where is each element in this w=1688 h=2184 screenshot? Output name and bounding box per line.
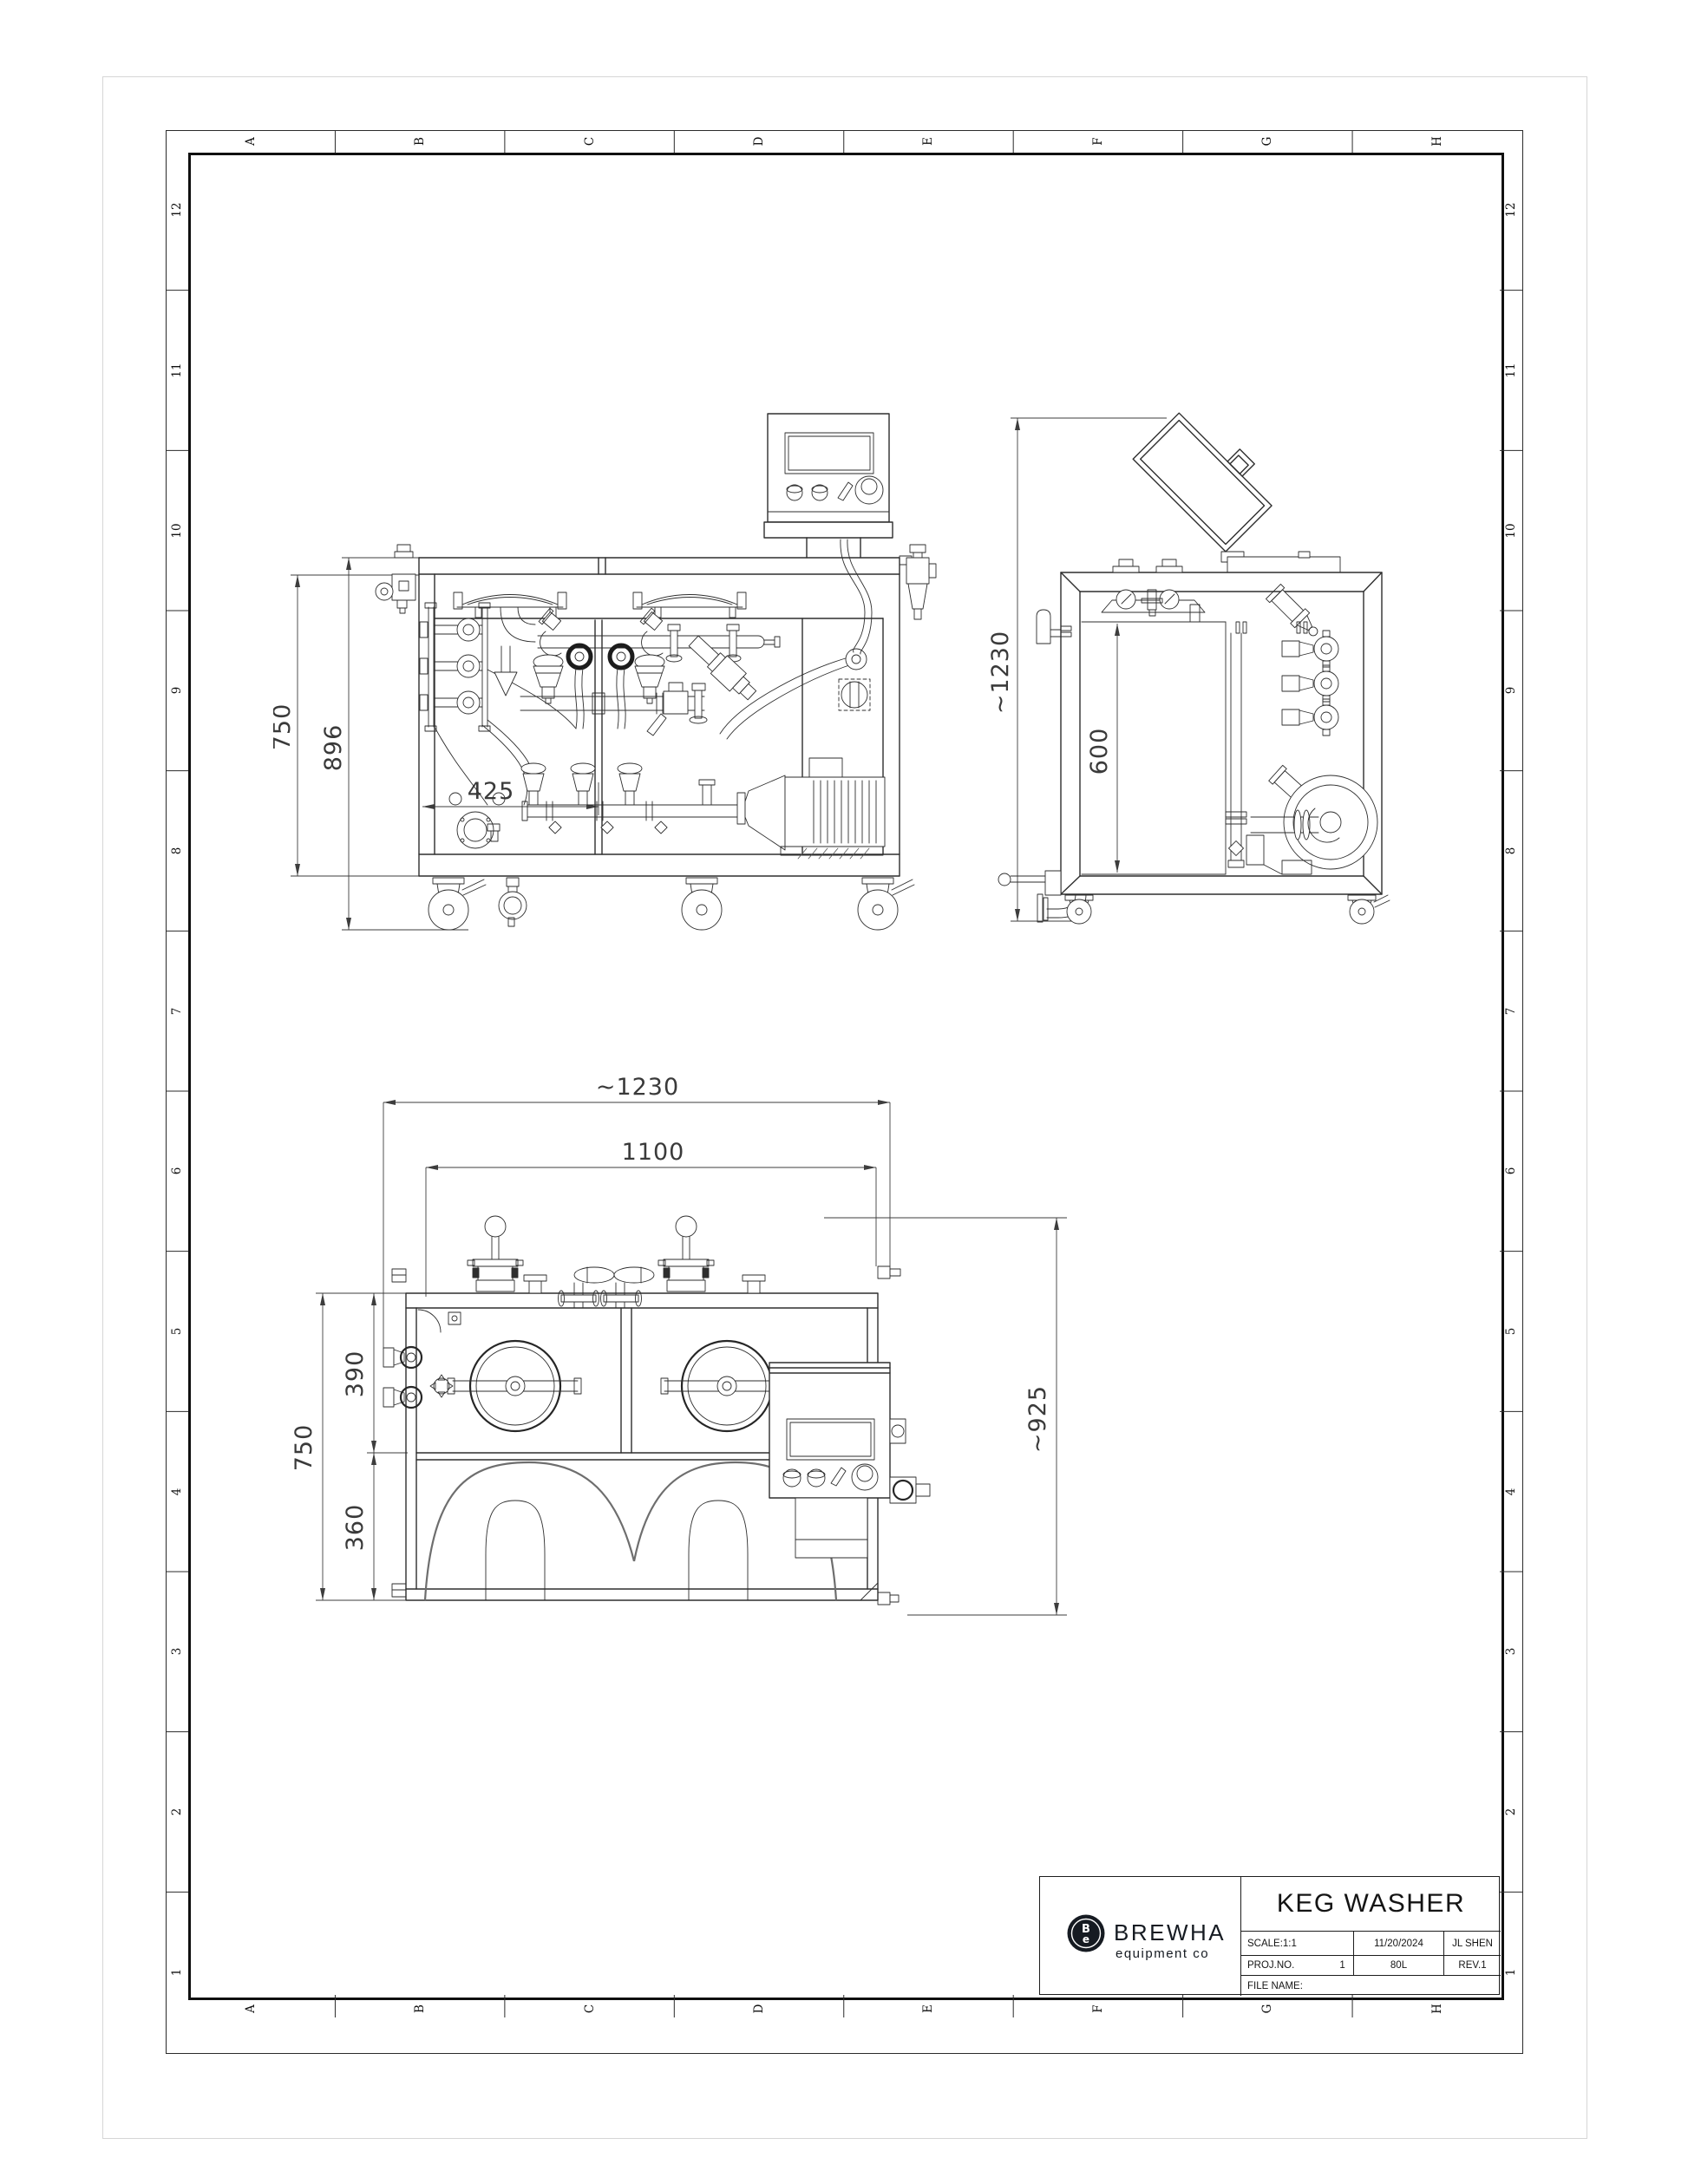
grid-label-bottom-E: E <box>921 2004 936 2013</box>
grid-label-top-E: E <box>921 137 936 146</box>
sheet-inner-border <box>188 153 1504 2000</box>
paper-edge <box>102 76 1587 2139</box>
grid-label-bottom-G: G <box>1260 2004 1275 2014</box>
grid-label-right-7: 7 <box>1504 1007 1518 1015</box>
grid-label-bottom-H: H <box>1430 2004 1444 2014</box>
grid-label-right-8: 8 <box>1504 847 1518 855</box>
grid-label-right-6: 6 <box>1504 1167 1518 1175</box>
scale-label: SCALE:1:1 <box>1241 1932 1354 1955</box>
grid-label-left-8: 8 <box>170 847 184 855</box>
grid-label-right-2: 2 <box>1504 1808 1518 1816</box>
logo-monogram-bottom: e <box>1083 1933 1089 1945</box>
grid-label-left-3: 3 <box>170 1648 184 1656</box>
plan-view-drawing: ~1230 1100 390 750 360 ~925 <box>291 1074 1067 1616</box>
grid-label-right-4: 4 <box>1504 1488 1518 1495</box>
plan-dim-925: ~925 <box>1024 1385 1051 1453</box>
logo-brand-text: BREWHA <box>1114 1919 1226 1945</box>
plan-dim-750: 750 <box>291 1424 317 1472</box>
grid-label-top-A: A <box>243 137 258 146</box>
side-dim-600: 600 <box>1086 728 1113 775</box>
plan-dim-1100: 1100 <box>622 1139 685 1166</box>
front-dim-425: 425 <box>468 778 515 805</box>
grid-label-left-4: 4 <box>170 1488 184 1495</box>
grid-label-top-B: B <box>413 137 428 146</box>
plan-dim-1230: ~1230 <box>596 1074 679 1101</box>
grid-label-right-3: 3 <box>1504 1648 1518 1656</box>
revision: REV.1 <box>1458 1960 1487 1971</box>
logo-sub-text: equipment co <box>1116 1946 1209 1961</box>
grid-label-left-2: 2 <box>170 1808 184 1816</box>
grid-label-left-5: 5 <box>170 1327 184 1336</box>
grid-label-left-10: 10 <box>170 523 184 539</box>
grid-label-left-11: 11 <box>170 363 184 378</box>
front-dim-896: 896 <box>320 724 347 772</box>
grid-label-left-9: 9 <box>170 687 184 695</box>
grid-label-right-11: 11 <box>1504 363 1518 378</box>
plan-dim-390: 390 <box>342 1350 369 1398</box>
grid-label-right-9: 9 <box>1504 687 1518 695</box>
grid-label-right-1: 1 <box>1504 1968 1518 1976</box>
grid-label-right-5: 5 <box>1504 1327 1518 1336</box>
brand-logo: B e BREWHA equipment co <box>1040 1877 1241 1996</box>
grid-label-top-D: D <box>752 136 767 147</box>
sheet-outer-border <box>166 130 1523 2054</box>
grid-label-right-12: 12 <box>1504 202 1518 218</box>
grid-label-top-C: C <box>582 136 597 147</box>
file-name-label: FILE NAME: <box>1247 1980 1303 1991</box>
grid-label-bottom-D: D <box>752 2004 767 2014</box>
plan-dim-360: 360 <box>342 1504 369 1552</box>
project-number-value: 1 <box>1339 1960 1345 1971</box>
grid-label-bottom-C: C <box>582 2004 597 2014</box>
grid-label-bottom-F: F <box>1090 2004 1105 2013</box>
brand-logo-graphic: B e BREWHA equipment co <box>1067 1914 1226 1961</box>
grid-label-left-1: 1 <box>170 1968 184 1976</box>
grid-label-left-6: 6 <box>170 1167 184 1175</box>
side-dim-1230: ~1230 <box>989 631 1014 714</box>
model-size: 80L <box>1354 1956 1444 1975</box>
grid-label-left-7: 7 <box>170 1007 184 1015</box>
grid-label-bottom-A: A <box>243 2004 258 2013</box>
grid-label-top-F: F <box>1090 137 1105 146</box>
grid-label-left-12: 12 <box>170 202 184 218</box>
grid-label-bottom-B: B <box>413 2004 428 2013</box>
front-dim-750: 750 <box>273 703 296 751</box>
logo-monogram-top: B <box>1082 1923 1090 1936</box>
front-view-drawing: 750 896 425 <box>273 413 937 931</box>
project-number-label: PROJ.NO. <box>1247 1960 1295 1971</box>
front-dim-arrows <box>295 558 599 930</box>
drawing-author: JL SHEN <box>1452 1938 1493 1949</box>
grid-label-top-H: H <box>1430 136 1444 147</box>
project-number: PROJ.NO. 1 <box>1241 1956 1354 1975</box>
grid-label-right-10: 10 <box>1504 523 1518 539</box>
side-view-drawing: ~1230 600 <box>989 412 1390 925</box>
drawing-title: KEG WASHER <box>1241 1877 1501 1932</box>
grid-label-top-G: G <box>1260 136 1275 147</box>
title-block: B e BREWHA equipment co KEG WASHER SCALE… <box>1039 1876 1501 1996</box>
drawing-date: 11/20/2024 <box>1354 1932 1444 1955</box>
